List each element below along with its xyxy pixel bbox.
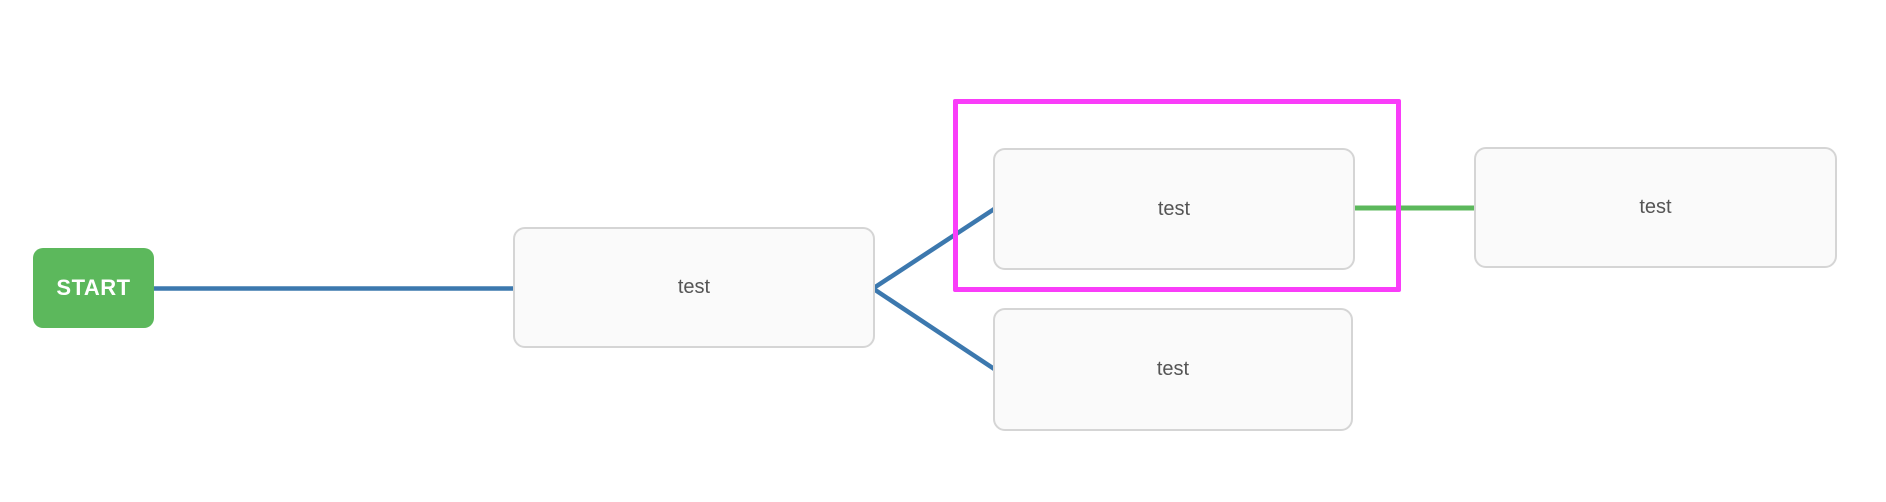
flow-node-label: test	[1156, 358, 1190, 380]
flow-node-label: test	[1157, 197, 1191, 220]
flow-node-label: test	[1639, 196, 1672, 218]
flow-node-label: test	[677, 276, 711, 298]
flow-node-4[interactable]: test	[1474, 147, 1837, 268]
start-node-label: START	[56, 275, 131, 300]
edge-node1-branch	[868, 206, 997, 372]
flow-node-1[interactable]: test	[513, 227, 875, 348]
start-node[interactable]: START	[33, 248, 154, 328]
flow-node-2-highlighted[interactable]: test	[993, 148, 1355, 270]
flow-node-3[interactable]: test	[993, 308, 1353, 431]
